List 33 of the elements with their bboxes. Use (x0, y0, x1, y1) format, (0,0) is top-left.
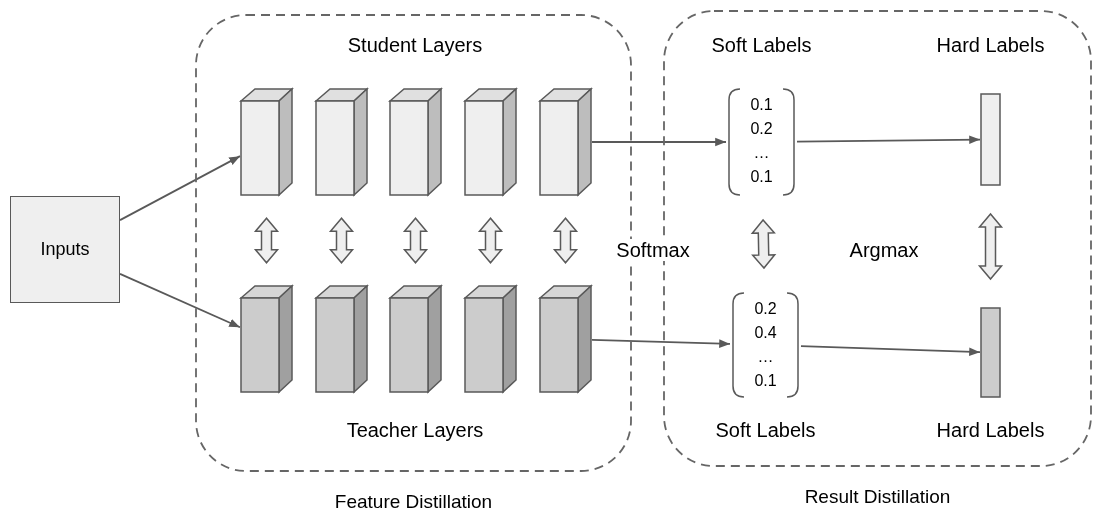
node-caption: Hard Labels (935, 33, 1046, 57)
double-block-arrow (402, 217, 429, 264)
arrow (591, 338, 731, 348)
arrow (119, 273, 241, 329)
double-block-arrow (328, 217, 355, 264)
double-block-arrow (253, 217, 280, 264)
layer-cuboid (539, 285, 592, 393)
double-block-arrow (977, 212, 1004, 281)
layer-cuboid (539, 88, 592, 196)
layer-cuboid (389, 285, 442, 393)
node-caption: Hard Labels (935, 418, 1046, 442)
vector-values: 0.1 0.2 … 0.1 (749, 95, 774, 187)
input-box: Inputs (10, 196, 120, 303)
arrow (591, 137, 727, 147)
double-block-arrow (552, 217, 579, 264)
double-block-arrow (750, 218, 777, 270)
layer-cuboid (464, 285, 517, 393)
group-title: Result Distillation (803, 485, 952, 509)
arrow (119, 155, 241, 222)
group-title: Feature Distillation (333, 490, 494, 514)
layer-cuboid (240, 88, 293, 196)
double-block-arrow (477, 217, 504, 264)
arrow (800, 345, 981, 357)
layer-cuboid (464, 88, 517, 196)
vector-values: 0.2 0.4 … 0.1 (753, 299, 778, 391)
layer-cuboid (389, 88, 442, 196)
layer-cuboid (315, 88, 368, 196)
arrow (796, 135, 981, 145)
node-caption: Soft Labels (710, 33, 813, 57)
text-label: Softmax (614, 238, 692, 262)
layer-cuboid (240, 285, 293, 393)
layer-cuboid (315, 285, 368, 393)
node-caption: Soft Labels (714, 418, 817, 442)
